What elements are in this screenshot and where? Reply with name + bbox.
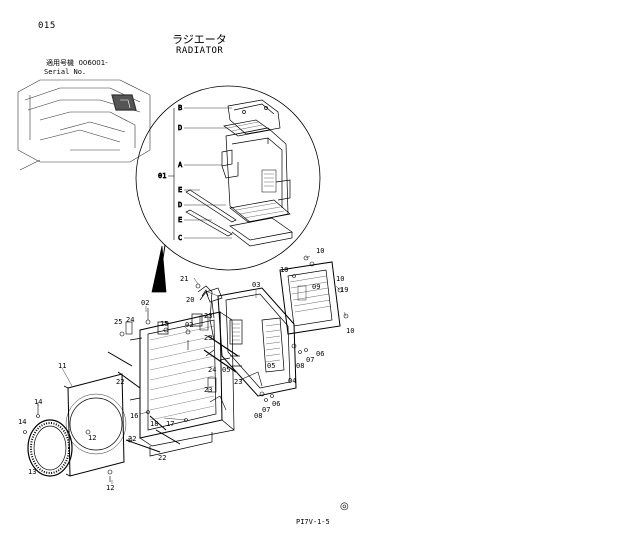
detail-view-circle: B D A E D E C 01 [135,85,321,293]
part-label-15: 15 [160,320,168,328]
part-label-07b: 07 [262,406,270,414]
detail-callout-a: A [178,161,183,169]
machine-overview-sketch [17,79,151,171]
serial-range: 006001- [78,59,108,67]
part-label-05b: 05 [267,362,275,370]
part-label-20: 20 [186,296,194,304]
part-label-19: 19 [280,266,288,274]
fan-ring-13 [27,419,73,477]
part-label-18: 18 [150,420,158,428]
detail-group-label: 01 [158,172,166,180]
part-label-02b: 02 [185,321,193,329]
fan-shroud [63,373,127,477]
hose-pipes [197,285,242,373]
page-code: 015 [38,21,56,31]
part-label-06: 06 [316,350,324,358]
part-label-10c: 10 [346,327,354,335]
part-label-08: 08 [296,362,304,370]
part-label-12b: 12 [106,484,114,492]
part-label-12: 12 [88,434,96,442]
part-label-23: 23 [204,312,212,320]
part-label-06b: 06 [272,400,280,408]
part-label-07: 07 [306,356,314,364]
part-label-24: 24 [126,316,134,324]
part-label-22c: 22 [158,454,166,462]
part-label-05: 05 [222,366,230,374]
part-label-22b: 22 [128,435,136,443]
detail-callout-d: D [178,124,182,132]
part-label-13: 13 [28,468,36,476]
fasteners [23,255,349,482]
part-label-11: 11 [58,362,66,370]
cooler-shroud-assembly [199,287,297,397]
serial-label-english: Serial No. [44,68,87,76]
detail-callout-b: B [178,104,182,112]
part-label-02: 02 [141,299,149,307]
detail-callout-e: E [178,186,182,194]
part-label-22: 22 [116,378,124,386]
part-label-04: 04 [288,377,296,385]
part-label-25: 25 [114,318,122,326]
footer-code: PI7V-1-5 [296,518,330,526]
side-cooler-09 [279,261,341,335]
part-label-08b: 08 [254,412,262,420]
part-label-17: 17 [166,420,174,428]
part-number-labels: 02 02 03 04 05 05 06 06 07 07 08 08 09 1… [18,247,354,492]
part-label-09: 09 [312,283,320,291]
part-label-23d: 23 [234,378,242,386]
part-label-14: 14 [34,398,42,406]
detail-callout-d-2: D [178,201,182,209]
title-japanese: ラジエータ [172,33,227,46]
part-label-23b: 23 [204,334,212,342]
radiator-core [129,311,235,457]
leader-lines [37,255,347,484]
part-label-10: 10 [316,247,324,255]
serial-label-japanese: 適用号機 006001- [46,59,108,67]
detail-callout-e-2: E [178,216,182,224]
part-label-21: 21 [180,275,188,283]
footer-symbol: ◎ [340,501,349,512]
part-label-14b: 14 [18,418,26,426]
part-label-23c: 23 [204,386,212,394]
detail-callout-c: C [178,234,182,242]
part-label-19b: 19 [340,286,348,294]
title-english: RADIATOR [176,46,224,56]
part-label-03: 03 [252,281,260,289]
part-label-16: 16 [130,412,138,420]
part-label-24b: 24 [208,366,216,374]
part-label-10b: 10 [336,275,344,283]
